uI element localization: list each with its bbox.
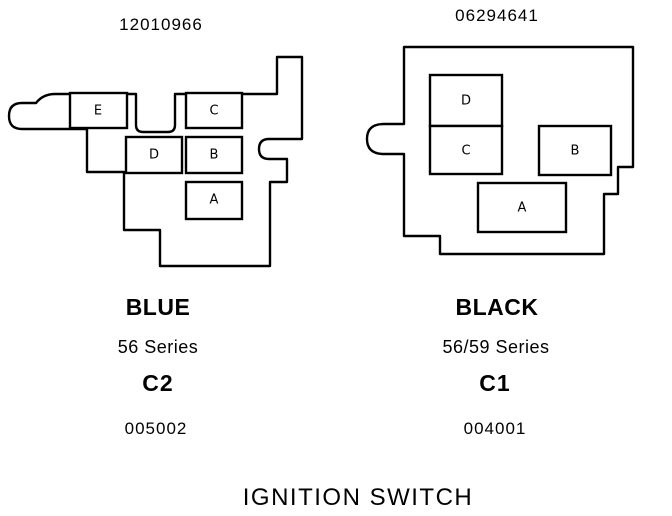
blue-connector-id: C2 [142,370,174,396]
cavity-a [184,180,244,221]
blue-connector-series: 56 Series [117,337,199,357]
cavity-c-label: C [209,104,218,119]
cavity-a [476,181,568,234]
cavity-d-label: D [461,94,471,109]
black-connector-series: 56/59 Series [442,337,550,357]
diagram-title: IGNITION SWITCH [242,484,474,511]
blue-connector-code: 005002 [124,419,188,438]
blue-connector-part-number: 12010966 [119,15,203,34]
cavity-c [428,124,504,176]
cavity-b [537,124,613,177]
cavity-e-label: E [94,104,102,119]
black-connector-code: 004001 [463,419,527,438]
cavity-d [428,73,504,128]
blue-connector-body-outline [7,55,304,268]
blue-connector-c2: E C D B A [7,55,304,268]
black-connector-part-number: 06294641 [455,6,539,25]
black-connector-id: C1 [479,370,511,396]
cavity-e [68,91,129,130]
blue-connector-color: BLUE [125,294,191,320]
cavity-b [184,135,244,175]
cavity-b-label: B [571,144,580,159]
cavity-d-label: D [149,148,159,163]
black-connector-color: BLACK [455,294,539,320]
cavity-c [184,91,244,130]
cavity-b-label: B [210,148,219,163]
cavity-a-label: A [518,201,527,216]
cavity-d [124,135,184,175]
black-connector-body-outline [365,45,635,256]
cavity-c-label: C [461,144,470,159]
cavity-a-label: A [210,193,219,208]
black-connector-c1: D C B A [365,45,635,256]
